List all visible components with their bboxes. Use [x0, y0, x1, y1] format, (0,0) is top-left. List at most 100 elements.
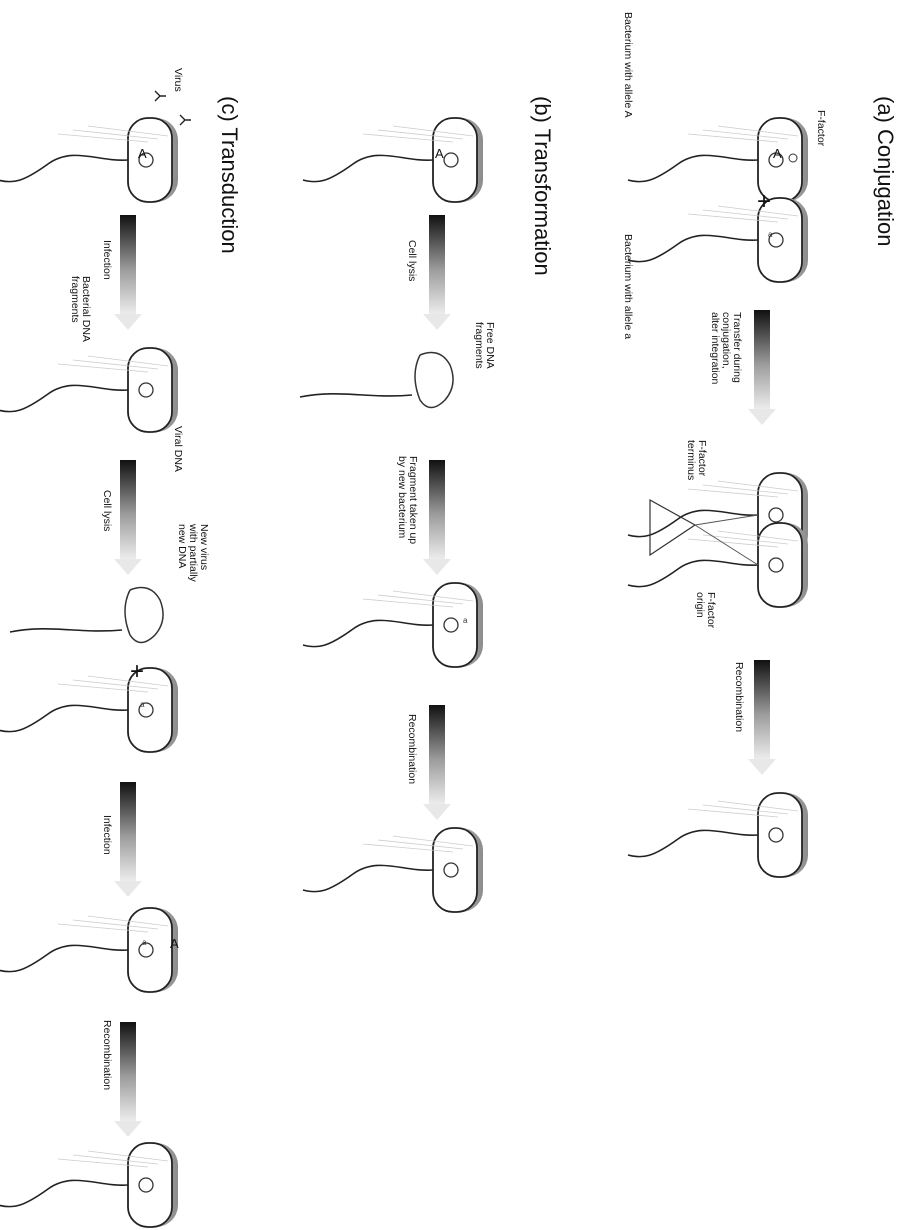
flagellum: [0, 155, 128, 181]
flagellum: [0, 705, 128, 731]
flagellum: [628, 830, 758, 856]
cell-body: [128, 908, 172, 992]
lysed-cell-c: [10, 588, 163, 643]
label-transfer-conjugation: Transfer during conjugation, alter integ…: [709, 312, 742, 384]
label-cell-lysis-c: Cell lysis: [101, 490, 112, 531]
section-title-conjugation: (a) Conjugation: [874, 96, 896, 246]
arrow-shaft: [120, 782, 136, 881]
arrow-head: [748, 759, 776, 775]
flagellum: [628, 235, 758, 261]
allele-a-label-c: a: [140, 700, 144, 709]
process-arrow: [114, 1022, 142, 1137]
arrow-shaft: [120, 215, 136, 314]
arrow-head: [748, 409, 776, 425]
flagellum: [10, 629, 122, 632]
arrow-head: [114, 881, 142, 897]
process-arrow: [748, 660, 776, 775]
process-arrow: [748, 310, 776, 425]
bacterium-b2: [303, 583, 483, 667]
allele-A-label-c2: A: [170, 936, 179, 951]
infected-bacterium-c2: [0, 908, 178, 992]
arrow-head: [114, 559, 142, 575]
recombinant-bacterium-b: [303, 828, 483, 912]
process-arrow: [423, 460, 451, 575]
allele-a-label-c2: a: [142, 938, 146, 947]
label-f-factor-terminus: F-factor terminus: [685, 440, 707, 480]
arrow-head: [423, 314, 451, 330]
allele-A-label: A: [773, 146, 782, 161]
arrow-shaft: [754, 660, 770, 759]
arrow-shaft: [754, 310, 770, 409]
arrow-head: [423, 559, 451, 575]
recombinant-bacterium-c: [0, 1143, 178, 1227]
bacterium-b1: [303, 118, 483, 202]
arrow-shaft: [120, 1022, 136, 1121]
conjugating-bacterium-2: [628, 523, 808, 607]
pilus-line: [695, 525, 758, 565]
flagellum: [628, 560, 758, 586]
label-cell-lysis-b: Cell lysis: [406, 240, 417, 281]
arrow-head: [423, 804, 451, 820]
label-f-factor: F-factor: [815, 110, 826, 146]
label-recombination-c: Recombination: [101, 1020, 112, 1090]
label-infection-c1: Infection: [101, 240, 112, 280]
flagellum: [0, 1180, 128, 1206]
cell-body: [128, 1143, 172, 1227]
process-arrow: [114, 215, 142, 330]
bacterium-allele-a: [628, 198, 808, 282]
recombinant-bacterium-a: [628, 793, 808, 877]
label-fragment-taken-up: Fragment taken up by new bacterium: [396, 456, 418, 544]
label-virus: Virus: [172, 68, 183, 92]
cell-body: [758, 523, 802, 607]
label-recombination-a: Recombination: [733, 662, 744, 732]
process-arrow: [423, 705, 451, 820]
label-f-factor-origin: F-factor origin: [694, 592, 716, 628]
conjugation-pilus: [650, 500, 695, 555]
section-title-transduction: (c) Transduction: [218, 96, 240, 254]
pilus-line: [695, 515, 758, 525]
label-viral-dna: Viral DNA: [172, 426, 183, 472]
label-recombination-b: Recombination: [406, 714, 417, 784]
flagellum: [300, 394, 412, 397]
allele-a-label: a: [768, 230, 772, 239]
allele-A-label-b: A: [435, 146, 444, 161]
arrow-shaft: [429, 460, 445, 559]
lysed-cell-b: [300, 353, 453, 408]
label-new-virus: New virus with partially new DNA: [176, 524, 209, 582]
allele-A-label-c: A: [138, 146, 147, 161]
label-infection-c2: Infection: [101, 815, 112, 855]
process-arrow: [423, 215, 451, 330]
virus-particle: [155, 91, 166, 101]
label-bacterium-allele-a: Bacterium with allele a: [622, 234, 633, 339]
flagellum: [303, 865, 433, 891]
arrow-shaft: [429, 705, 445, 804]
lysed-membrane: [415, 353, 453, 408]
allele-a-label-b: a: [463, 616, 467, 625]
plus-sign-transduction: +: [130, 658, 144, 686]
label-free-dna-fragments: Free DNA fragments: [473, 322, 495, 369]
plus-sign-conjugation: +: [757, 188, 771, 216]
flagellum: [303, 620, 433, 646]
bacterium-c2: [0, 668, 178, 752]
flagellum: [0, 945, 128, 971]
label-bacterium-allele-A: Bacterium with allele A: [622, 12, 633, 118]
flagellum: [303, 155, 433, 181]
arrow-shaft: [429, 215, 445, 314]
cell-body: [433, 583, 477, 667]
label-bacterial-dna-fragments: Bacterial DNA fragments: [69, 276, 91, 342]
virus-particle: [180, 115, 191, 125]
cell-body: [128, 118, 172, 202]
cell-body: [433, 828, 477, 912]
arrow-shaft: [120, 460, 136, 559]
flagellum: [628, 155, 758, 181]
cell-body: [758, 793, 802, 877]
arrow-head: [114, 1121, 142, 1137]
process-arrow: [114, 460, 142, 575]
process-arrow: [114, 782, 142, 897]
lysed-membrane: [125, 588, 163, 643]
section-title-transformation: (b) Transformation: [531, 96, 553, 276]
cell-body: [128, 348, 172, 432]
arrow-head: [114, 314, 142, 330]
